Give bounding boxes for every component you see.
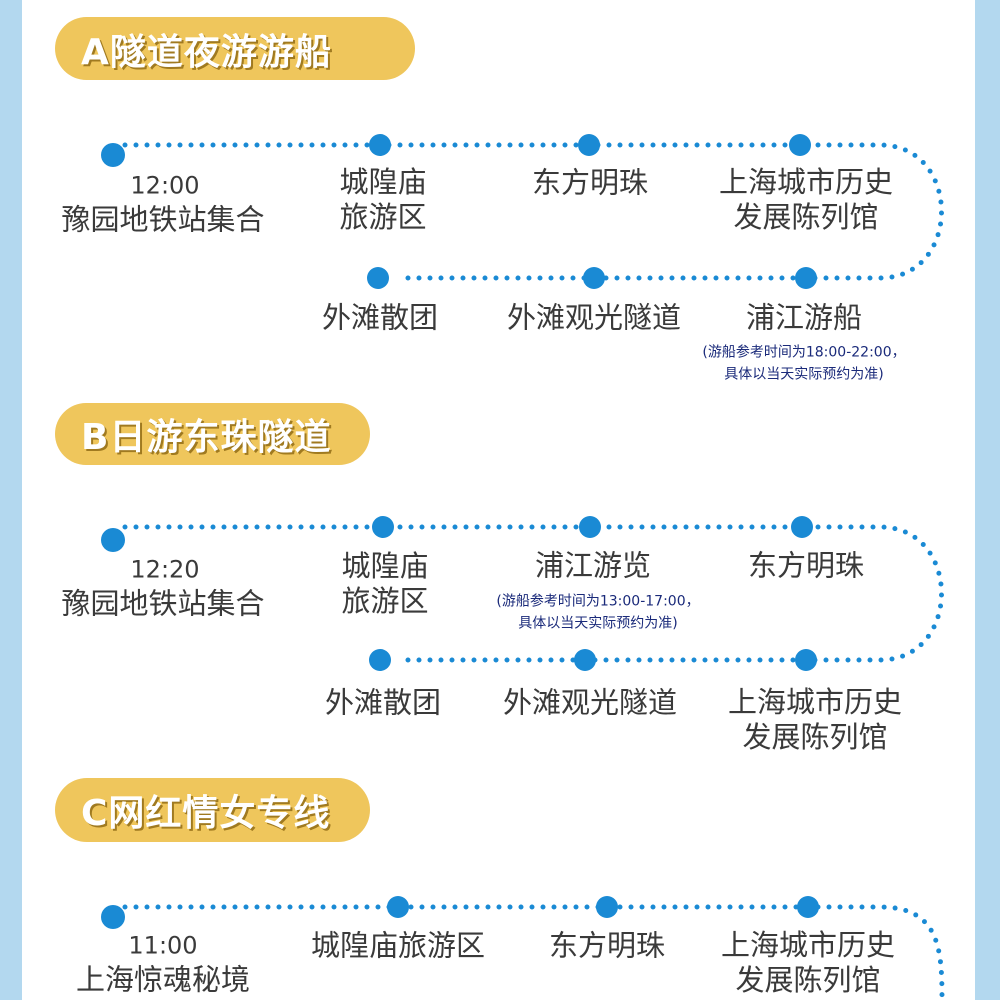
route-b-start-time: 12:20 xyxy=(130,555,200,584)
route-c-start-time: 11:00 xyxy=(128,931,198,960)
route-a-stop-label: 上海城市历史发展陈列馆 xyxy=(718,165,894,234)
route-b-title: B日游东珠隧道 xyxy=(55,403,370,465)
route-c-title: C网红情女专线 xyxy=(55,778,370,842)
route-c-stop-label: 上海城市历史发展陈列馆 xyxy=(720,928,896,997)
route-a-stop-label: 浦江游船 xyxy=(745,300,863,335)
route-b-stop-label: 东方明珠 xyxy=(747,548,865,583)
route-a-stop-dot xyxy=(583,267,605,289)
route-b-stop-label: 上海城市历史发展陈列馆 xyxy=(727,685,903,754)
route-b-stop-label: 城隍庙旅游区 xyxy=(341,549,429,618)
route-a-title: A隧道夜游游船 xyxy=(55,17,415,80)
route-c-stop-label: 东方明珠 xyxy=(548,928,666,963)
route-b-stop-dot xyxy=(372,516,394,538)
route-c-stop-dot xyxy=(596,896,618,918)
route-b-start-dot xyxy=(101,528,125,552)
route-a-line xyxy=(122,142,944,281)
route-a-stop-label: 外滩散团 xyxy=(321,300,439,335)
route-b-stop-label: 浦江游览 xyxy=(534,548,652,583)
route-a-start-time: 12:00 xyxy=(130,171,200,200)
route-c-stop-label: 城隍庙旅游区 xyxy=(310,928,486,963)
route-b-stop-dot xyxy=(574,649,596,671)
route-c-stop-dot xyxy=(387,896,409,918)
route-b-stop-dot xyxy=(369,649,391,671)
route-a-note: (游船参考时间为18:00-22:00，具体以当天实际预约为准) xyxy=(702,344,906,383)
route-c-line xyxy=(122,904,945,1000)
route-a-stop-dot xyxy=(369,134,391,156)
left-border xyxy=(0,0,22,1000)
route-c-start-name: 上海惊魂秘境 xyxy=(75,962,251,997)
route-a-stop-dot xyxy=(789,134,811,156)
route-a-stop-dot xyxy=(367,267,389,289)
route-b-stop-label: 外滩观光隧道 xyxy=(502,685,678,720)
route-c-start-dot xyxy=(101,905,125,929)
route-b-line xyxy=(122,524,944,663)
route-a-stop-label: 城隍庙旅游区 xyxy=(339,165,427,234)
route-b-stop-dot xyxy=(791,516,813,538)
route-b-note: (游船参考时间为13:00-17:00，具体以当天实际预约为准) xyxy=(496,593,700,632)
route-a-start-dot xyxy=(101,143,125,167)
route-b-start-name: 豫园地铁站集合 xyxy=(61,586,265,621)
route-a-stop-label: 外滩观光隧道 xyxy=(506,300,682,335)
route-b-stop-dot xyxy=(795,649,817,671)
route-a-start-name: 豫园地铁站集合 xyxy=(61,202,265,237)
route-a-stop-label: 东方明珠 xyxy=(531,165,649,200)
route-b-stop-label: 外滩散团 xyxy=(324,685,442,720)
route-c-stop-dot xyxy=(797,896,819,918)
right-border xyxy=(975,0,1000,1000)
route-a-stop-dot xyxy=(578,134,600,156)
route-b-stop-dot xyxy=(579,516,601,538)
route-a-stop-dot xyxy=(795,267,817,289)
